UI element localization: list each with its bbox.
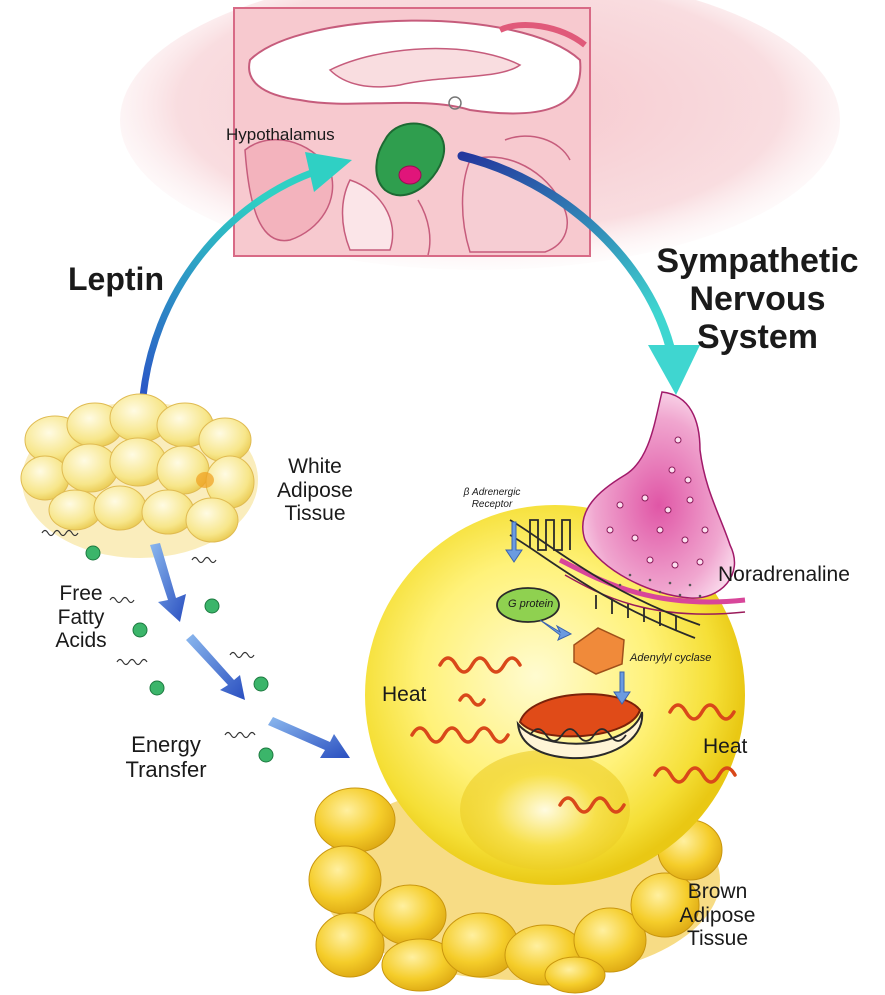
label-ffa-line-1: Free: [36, 582, 126, 606]
label-ffa-line-2: Fatty: [36, 606, 126, 630]
label-white-line-1: White: [270, 455, 360, 479]
label-beta-line-2: Receptor: [452, 499, 532, 511]
label-g-protein: G protein: [508, 598, 548, 610]
label-energy-line-1: Energy: [106, 733, 226, 758]
label-white-adipose-tissue: White Adipose Tissue: [270, 455, 360, 526]
label-beta-line-1: β Adrenergic: [452, 487, 532, 499]
label-free-fatty-acids: Free Fatty Acids: [36, 582, 126, 653]
label-sympathetic-line-2: Nervous: [650, 280, 865, 318]
label-beta-adrenergic-receptor: β Adrenergic Receptor: [452, 487, 532, 511]
label-brown-line-3: Tissue: [670, 927, 765, 951]
label-heat-right: Heat: [703, 735, 747, 759]
label-heat-left: Heat: [382, 683, 426, 707]
label-sympathetic-line-1: Sympathetic: [650, 242, 865, 280]
label-brown-line-2: Adipose: [670, 904, 765, 928]
label-sympathetic-nervous-system: Sympathetic Nervous System: [650, 242, 865, 356]
label-leptin: Leptin: [68, 262, 164, 298]
label-sympathetic-line-3: System: [650, 318, 865, 356]
label-energy-transfer: Energy Transfer: [106, 733, 226, 782]
label-brown-line-1: Brown: [670, 880, 765, 904]
label-white-line-3: Tissue: [270, 502, 360, 526]
label-white-line-2: Adipose: [270, 479, 360, 503]
label-energy-line-2: Transfer: [106, 758, 226, 783]
label-noradrenaline: Noradrenaline: [718, 563, 850, 587]
label-brown-adipose-tissue: Brown Adipose Tissue: [670, 880, 765, 951]
label-ffa-line-3: Acids: [36, 629, 126, 653]
label-hypothalamus: Hypothalamus: [226, 125, 335, 144]
label-adenylyl-cyclase: Adenylyl cyclase: [630, 652, 711, 664]
